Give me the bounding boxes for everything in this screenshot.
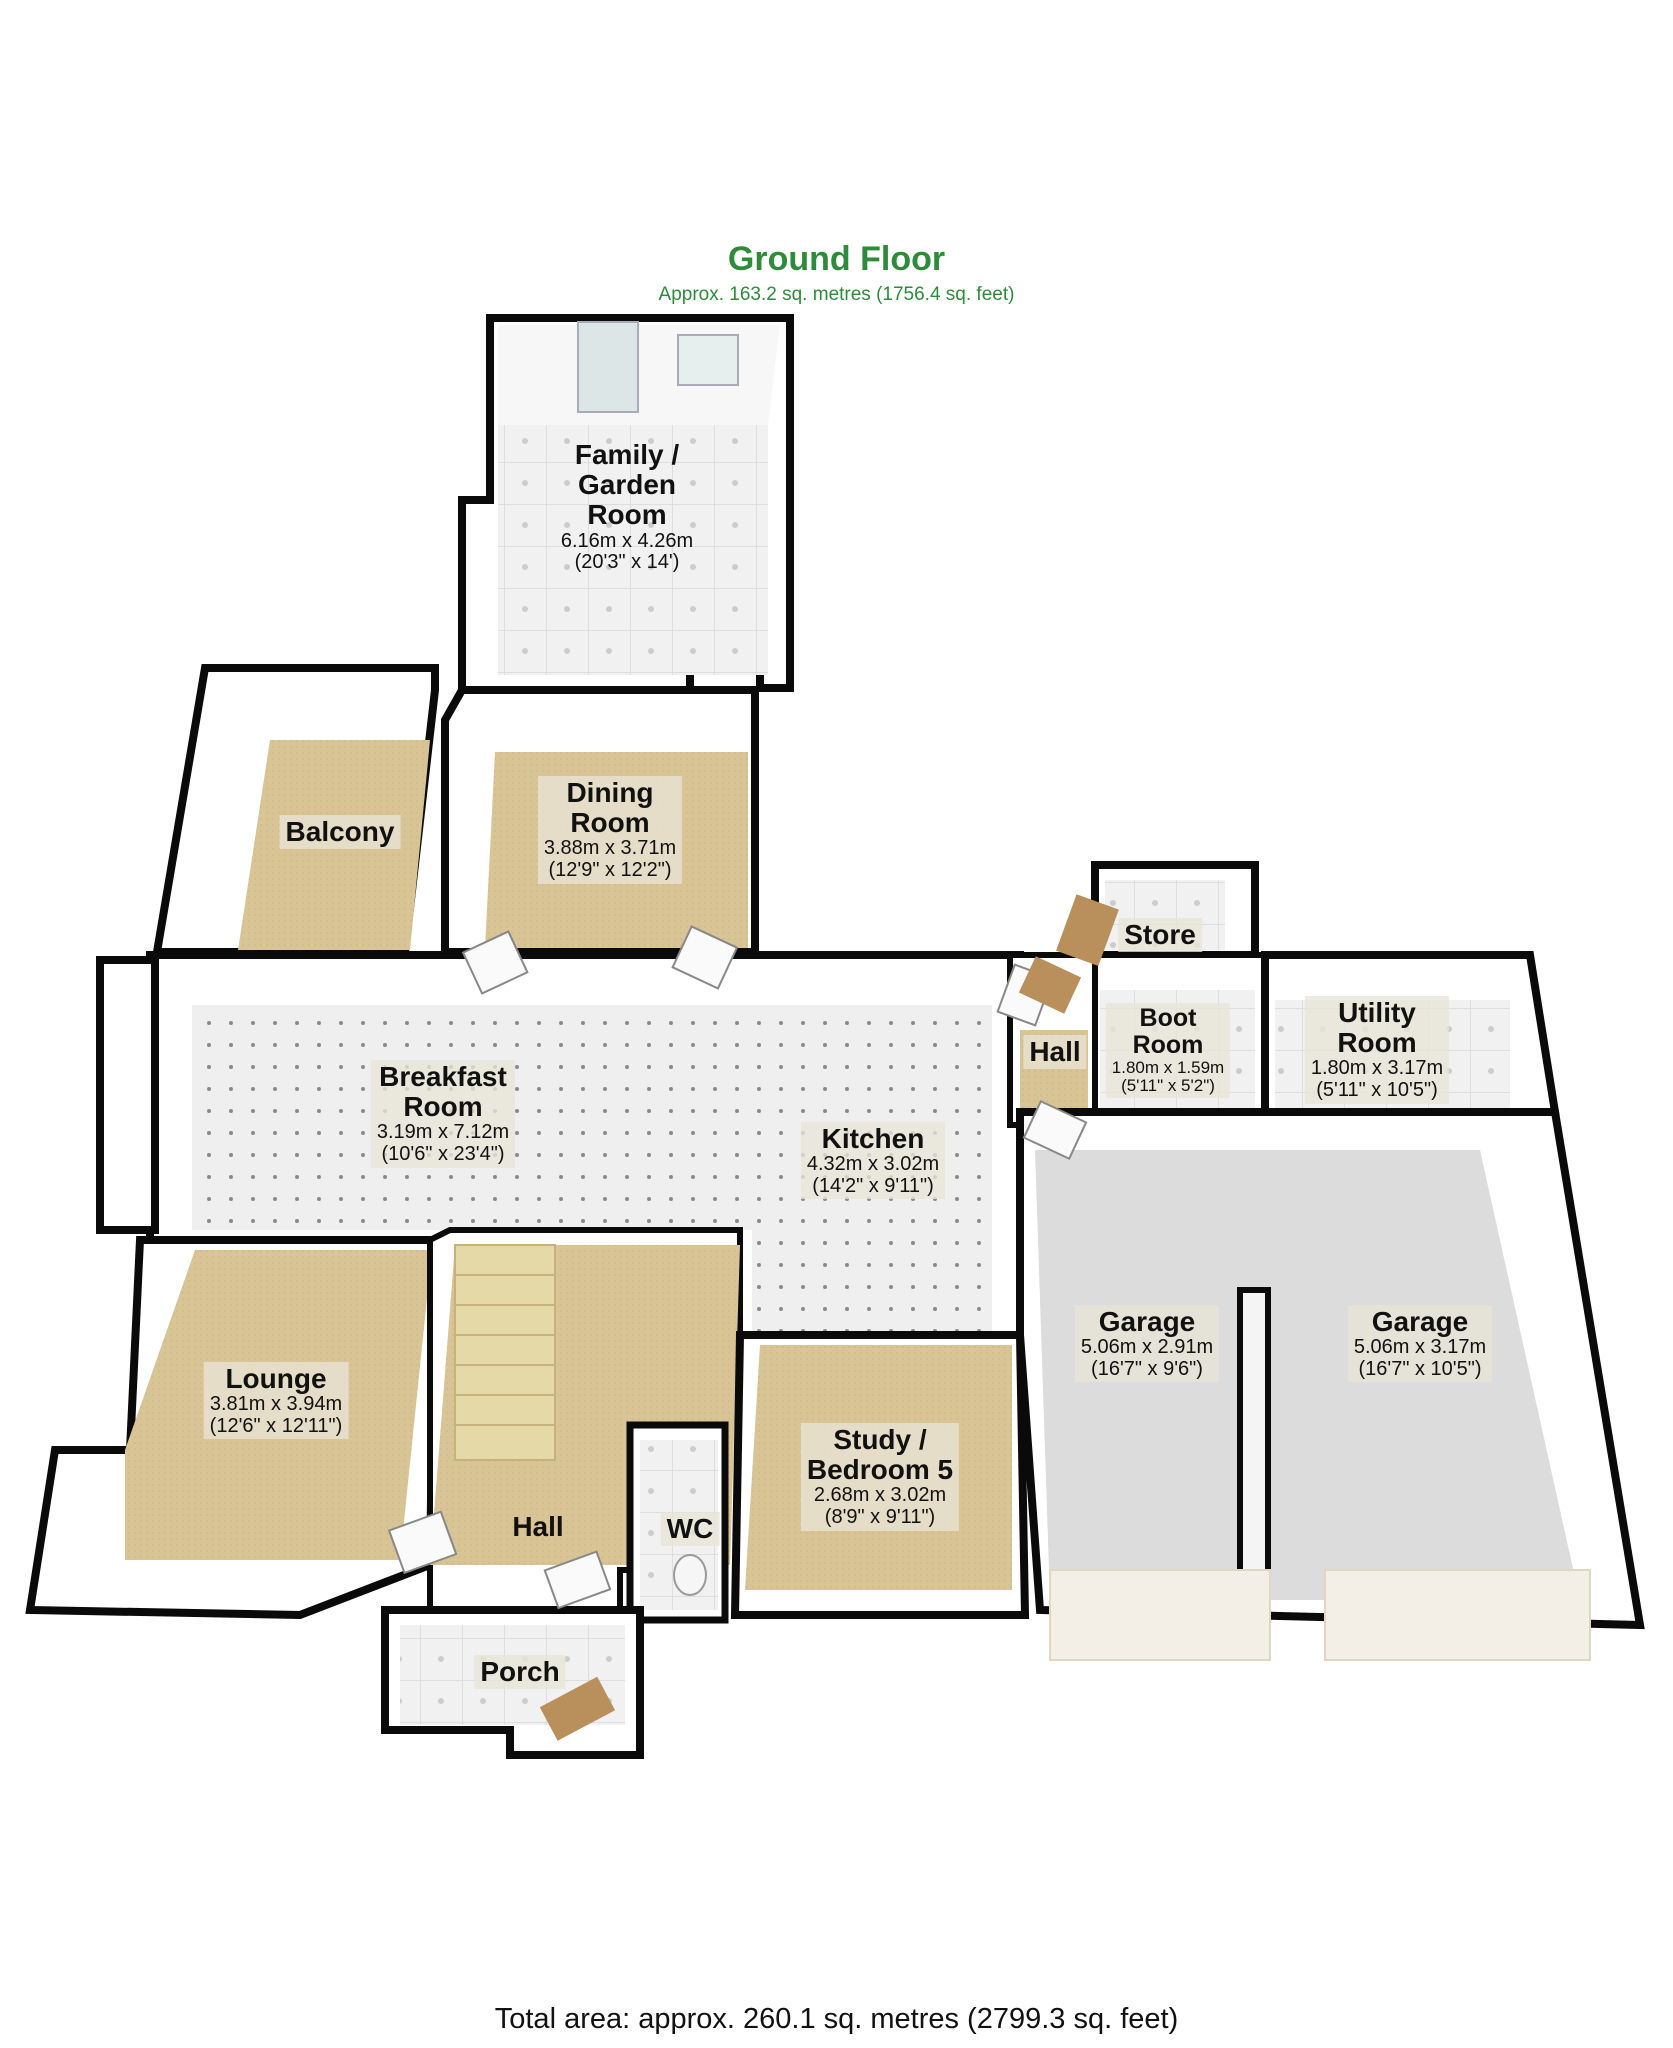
label-family-room: Family / Garden Room 6.16m x 4.26m (20'3… [560,439,694,574]
doors [387,894,1119,1610]
label-study: Study / Bedroom 5 2.68m x 3.02m (8'9" x … [800,1423,960,1531]
label-hall-rear: Hall [1023,1035,1087,1070]
floor-title: Ground Floor [727,240,946,278]
label-porch: Porch [474,1655,566,1690]
label-lounge: Lounge 3.81m x 3.94m (12'6" x 12'11") [203,1362,349,1440]
label-boot-room: Boot Room 1.80m x 1.59m (5'11" x 5'2") [1105,1003,1231,1098]
label-dining-room: Dining Room 3.88m x 3.71m (12'9" x 12'2"… [537,776,683,884]
label-garage-1: Garage 5.06m x 2.91m (16'7" x 9'6") [1074,1305,1220,1383]
label-utility-room: Utility Room 1.80m x 3.17m (5'11" x 10'5… [1304,996,1450,1104]
label-balcony: Balcony [279,815,401,850]
label-breakfast-room: Breakfast Room 3.19m x 7.12m (10'6" x 23… [370,1060,516,1168]
label-wc: WC [660,1512,720,1547]
family-room [458,314,794,704]
total-area: Total area: approx. 260.1 sq. metres (27… [494,2003,1179,2035]
balcony [152,664,439,956]
label-store: Store [1118,918,1202,953]
staircase [454,1244,556,1461]
label-hall-front: Hall [512,1511,564,1542]
label-garage-2: Garage 5.06m x 3.17m (16'7" x 10'5") [1347,1305,1493,1383]
garages [1016,1108,1645,1661]
floor-area-subtitle: Approx. 163.2 sq. metres (1756.4 sq. fee… [658,284,1015,305]
label-kitchen: Kitchen 4.32m x 3.02m (14'2" x 9'11") [800,1122,946,1200]
